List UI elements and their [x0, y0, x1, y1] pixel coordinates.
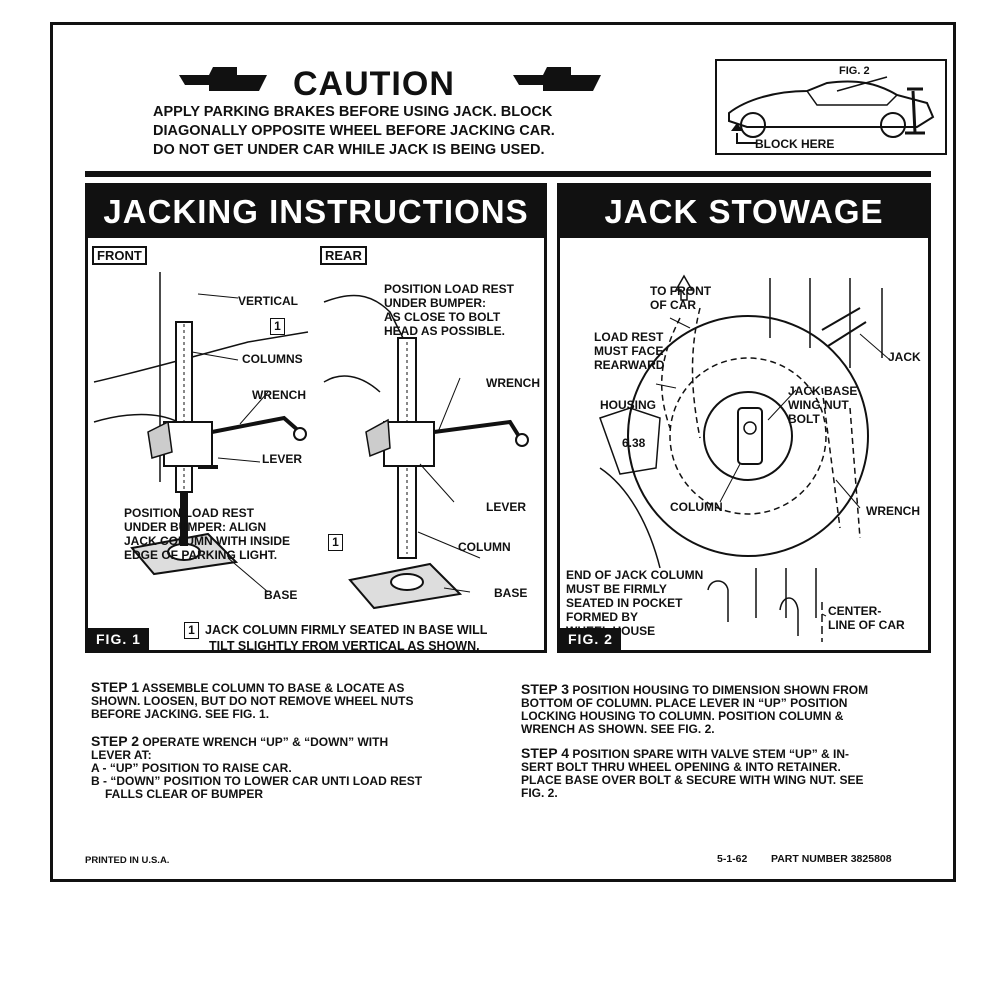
rear-tag: REAR: [320, 246, 367, 265]
lever-front-label: LEVER: [262, 452, 303, 466]
jack-base-label: JACK BASE WING NUT BOLT: [788, 384, 858, 426]
step-4: STEP 4 POSITION SPARE WITH VALVE STEM “U…: [521, 745, 864, 800]
block-here-label: BLOCK HERE: [755, 137, 835, 151]
car-illustration: [728, 76, 935, 144]
step-3: STEP 3 POSITION HOUSING TO DIMENSION SHO…: [521, 681, 869, 736]
rear-note: POSITION LOAD REST UNDER BUMPER: AS CLOS…: [384, 282, 515, 338]
printed-in-label: PRINTED IN U.S.A.: [85, 855, 170, 866]
front-note: POSITION LOAD REST UNDER BUMPER: ALIGN J…: [124, 506, 290, 562]
caution-text: APPLY PARKING BRAKES BEFORE USING JACK. …: [153, 104, 555, 158]
front-jack-illustration: [93, 272, 309, 593]
column-label: COLUMN: [670, 500, 723, 514]
centerline-label: CENTER- LINE OF CAR: [828, 604, 905, 632]
wrench-front-label: WRENCH: [252, 388, 306, 402]
instruction-label: CAUTION APPLY PARKING BRAKES BEFORE USIN…: [50, 22, 956, 882]
bowtie-logo-left-icon: [179, 67, 267, 91]
housing-label: HOUSING: [600, 398, 657, 412]
jack-label: JACK: [888, 350, 921, 364]
dimension-label: 6.38: [622, 436, 646, 450]
load-rest-label: LOAD REST MUST FACE REARWARD: [594, 330, 665, 372]
block-here-inset: FIG. 2 BLOCK HERE: [715, 59, 947, 155]
rear-jack-illustration: [323, 294, 529, 610]
fig-1-badge: FIG. 1: [88, 628, 149, 650]
stowage-title: JACK STOWAGE: [560, 186, 928, 238]
wrench-rear-label: WRENCH: [486, 376, 540, 390]
jack-stowage-panel: JACK STOWAGE TO: [557, 183, 931, 653]
marker-1-rear: 1: [328, 534, 343, 551]
bowtie-logo-right-icon: [513, 67, 601, 91]
columns-label: COLUMNS: [242, 352, 303, 366]
part-number-label: PART NUMBER 3825808: [771, 853, 892, 865]
date-label: 5-1-62: [717, 853, 748, 865]
base-front-label: BASE: [264, 588, 298, 602]
divider-rule: [85, 171, 931, 177]
inset-fig-label: FIG. 2: [839, 65, 870, 77]
fig-2-badge: FIG. 2: [560, 628, 621, 650]
spare-wheel-stowage-illustration: [599, 274, 891, 642]
end-note-label: END OF JACK COLUMN MUST BE FIRMLY SEATED…: [566, 568, 704, 638]
marker-1-note: 1: [184, 622, 199, 639]
lever-rear-label: LEVER: [486, 500, 527, 514]
jacking-title: JACKING INSTRUCTIONS: [88, 186, 544, 238]
front-of-car-label: TO FRONT OF CAR: [650, 284, 712, 312]
step-1: STEP 1 ASSEMBLE COLUMN TO BASE & LOCATE …: [91, 679, 414, 721]
caution-title: CAUTION: [293, 65, 455, 103]
front-tag: FRONT: [92, 246, 147, 265]
marker-1-front: 1: [270, 318, 285, 335]
jacking-instructions-panel: JACKING INSTRUCTIONS FRONT REAR: [85, 183, 547, 653]
step-2: STEP 2 OPERATE WRENCH “UP” & “DOWN” WITH…: [91, 733, 423, 801]
wrench-label: WRENCH: [866, 504, 920, 518]
vertical-label: VERTICAL: [238, 294, 298, 308]
base-rear-label: BASE: [494, 586, 528, 600]
column-rear-label: COLUMN: [458, 540, 511, 554]
